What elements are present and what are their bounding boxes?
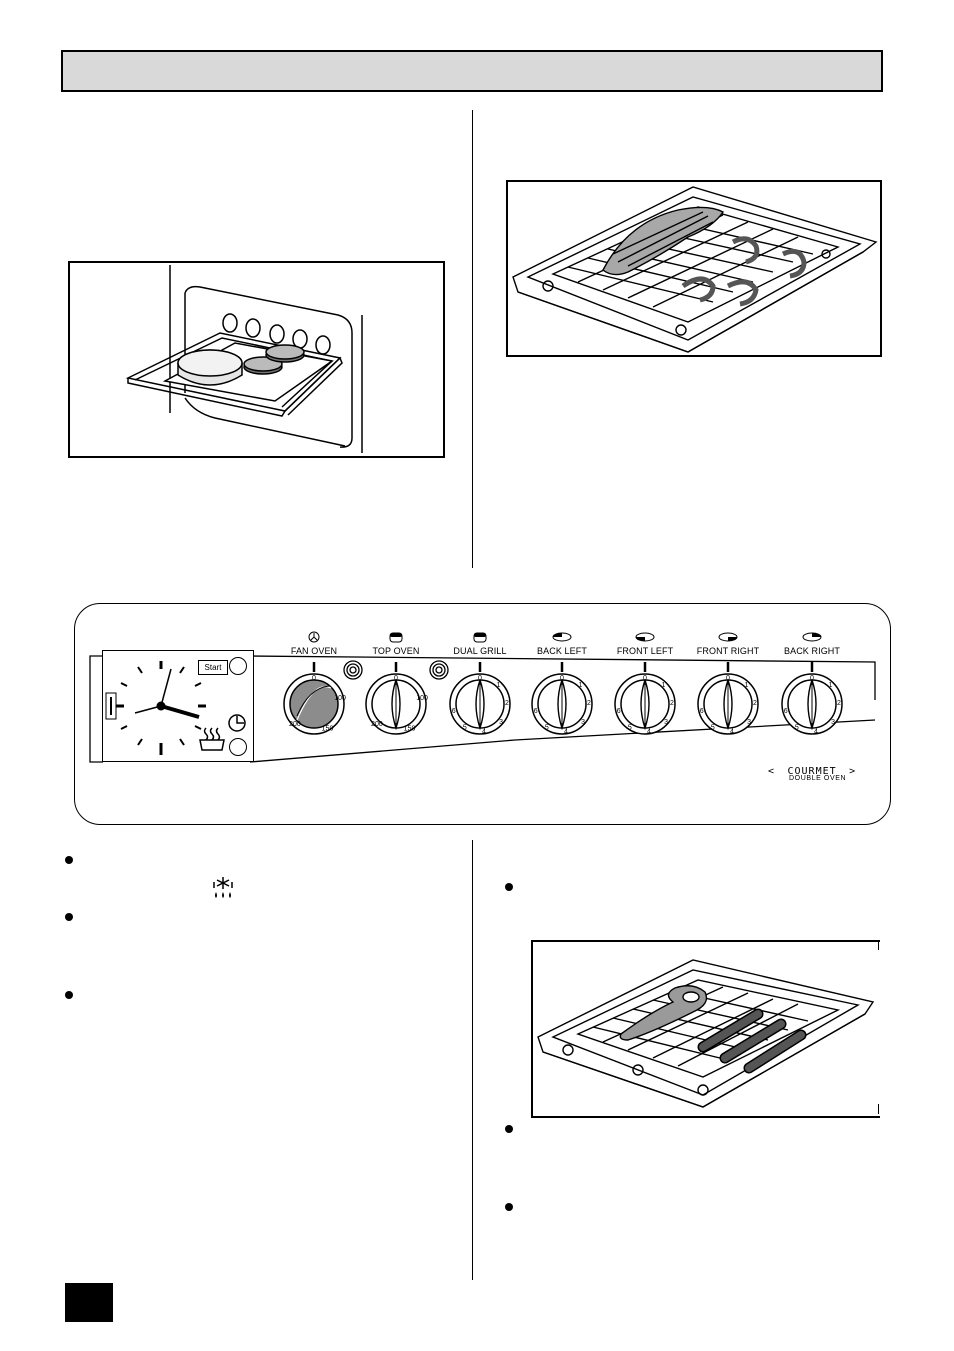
brand-left-arrow: < xyxy=(768,766,776,777)
control-knob[interactable]: 0 1 2 3 4 5 6 xyxy=(445,660,515,740)
knob-scale-label: 3 xyxy=(664,719,668,726)
bullet-point xyxy=(505,1203,513,1211)
knob-scale-label: 150 xyxy=(322,725,334,732)
knob-scale-label: 0 xyxy=(394,675,398,682)
knob-scale-label: 3 xyxy=(581,719,585,726)
control-knob[interactable]: 0 1 2 3 4 5 6 xyxy=(610,660,680,740)
bullet-point xyxy=(505,1125,513,1133)
knob-scale-label: 2 xyxy=(837,700,841,707)
knob-scale-label: 4 xyxy=(730,729,734,736)
control-knob[interactable]: 0 1 2 3 4 5 6 xyxy=(693,660,763,740)
knob-scale-label: 5 xyxy=(545,724,549,731)
knob-scale-label: 6 xyxy=(534,708,538,715)
control-knob[interactable]: 0 100 150 200 xyxy=(279,660,349,740)
knob-scale-label: 4 xyxy=(814,729,818,736)
knob-scale-label: 200 xyxy=(371,721,383,728)
knob-scale-label: 6 xyxy=(452,708,456,715)
start-button[interactable] xyxy=(229,657,247,675)
pan-steam-icon xyxy=(199,727,225,751)
knob-scale-label: 3 xyxy=(499,719,503,726)
knob-scale-label: 2 xyxy=(753,700,757,707)
control-knob[interactable]: 0 1 2 3 4 5 6 xyxy=(527,660,597,740)
clock-face-icon xyxy=(105,659,208,755)
knob-scale-label: 6 xyxy=(784,708,788,715)
knob-label: BACK LEFT xyxy=(537,646,587,656)
knob-scale-label: 2 xyxy=(505,700,509,707)
timer-set-button[interactable] xyxy=(229,738,247,756)
bullet-point xyxy=(65,991,73,999)
knob-scale-label: 1 xyxy=(578,682,582,689)
knob-scale-label: 4 xyxy=(647,729,651,736)
brand-name: COURMET xyxy=(787,766,837,777)
grill-pan-chop-illustration xyxy=(531,940,880,1118)
knob-label: TOP OVEN xyxy=(372,646,420,656)
section-header-bar xyxy=(61,50,883,92)
oven-shelf-illustration xyxy=(68,261,445,458)
brand-right-arrow: > xyxy=(849,766,857,777)
knob-scale-label: 2 xyxy=(587,700,591,707)
knob-label: BACK RIGHT xyxy=(783,646,840,656)
knob-label: FAN OVEN xyxy=(290,646,338,656)
front-right-hob-icon xyxy=(718,632,738,642)
knob-scale-label: 0 xyxy=(726,675,730,682)
page-number-tab xyxy=(65,1283,113,1322)
knob-scale-label: 200 xyxy=(289,721,301,728)
clock-timer-panel xyxy=(102,650,254,762)
knob-scale-label: 4 xyxy=(482,729,486,736)
knob-scale-label: 1 xyxy=(496,682,500,689)
knob-scale-label: 5 xyxy=(628,724,632,731)
knob-label: DUAL GRILL xyxy=(453,646,507,656)
knob-scale-label: 0 xyxy=(643,675,647,682)
knob-scale-label: 6 xyxy=(700,708,704,715)
knob-scale-label: 0 xyxy=(560,675,564,682)
knob-scale-label: 1 xyxy=(744,682,748,689)
knob-scale-label: 1 xyxy=(828,682,832,689)
knob-scale-label: 150 xyxy=(404,725,416,732)
grill-pan-fish-illustration xyxy=(506,180,882,357)
fan-icon xyxy=(308,631,320,643)
control-knob[interactable]: 0 1 2 3 4 5 6 xyxy=(777,660,847,740)
knob-scale-label: 0 xyxy=(478,675,482,682)
knob-scale-label: 5 xyxy=(795,724,799,731)
start-badge: Start xyxy=(198,660,228,675)
knob-scale-label: 5 xyxy=(463,724,467,731)
front-left-hob-icon xyxy=(635,632,655,642)
column-divider-bottom xyxy=(472,840,473,1280)
knob-label: FRONT LEFT xyxy=(616,646,674,656)
knob-label: FRONT RIGHT xyxy=(696,646,760,656)
column-divider-top xyxy=(472,110,473,568)
knob-scale-label: 0 xyxy=(312,675,316,682)
knob-scale-label: 6 xyxy=(617,708,621,715)
knob-scale-label: 0 xyxy=(810,675,814,682)
knob-scale-label: 100 xyxy=(416,695,428,702)
control-knob[interactable]: 0 100 150 200 xyxy=(361,660,431,740)
knob-scale-label: 2 xyxy=(670,700,674,707)
knob-scale-label: 4 xyxy=(564,729,568,736)
bullet-point xyxy=(65,856,73,864)
knob-scale-label: 100 xyxy=(334,695,346,702)
bullet-point xyxy=(65,913,73,921)
back-right-hob-icon xyxy=(802,632,822,642)
grill-icon xyxy=(473,632,487,643)
back-left-hob-icon xyxy=(552,632,572,642)
panel-fascia-outline xyxy=(89,655,876,763)
knob-scale-label: 3 xyxy=(747,719,751,726)
knob-scale-label: 5 xyxy=(711,724,715,731)
knob-scale-label: 1 xyxy=(661,682,665,689)
top-oven-icon xyxy=(389,632,403,643)
brand-logo: < COURMET > xyxy=(768,761,856,779)
bullet-point xyxy=(505,883,513,891)
timer-icon xyxy=(228,714,246,732)
defrost-icon xyxy=(213,877,233,898)
knob-scale-label: 3 xyxy=(831,719,835,726)
brand-subtitle: DOUBLE OVEN xyxy=(789,775,847,782)
